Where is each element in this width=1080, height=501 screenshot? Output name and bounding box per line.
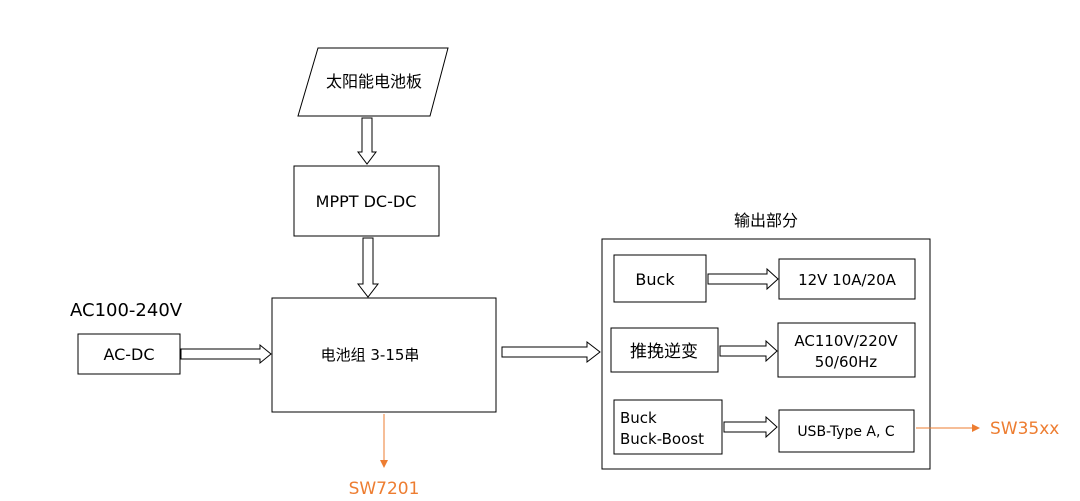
push-pull-inverter-node: 推挽逆变 (610, 327, 719, 373)
mppt-to-battery-arrow (356, 237, 380, 298)
ac-output-box (777, 322, 916, 378)
output-section-title: 输出部分 (734, 211, 798, 230)
ac-output-line2: 50/60Hz (815, 353, 878, 371)
battery-pack-label: 电池组 3-15串 (321, 346, 420, 364)
push-pull-inverter-box (610, 327, 719, 373)
solar-to-mppt-arrow (357, 117, 377, 165)
buck-boost-line1: Buck (620, 409, 657, 427)
ac-dc-label: AC-DC (103, 345, 154, 364)
solar-panel-label: 太阳能电池板 (326, 72, 422, 91)
buck-label: Buck (635, 270, 675, 289)
solar-panel-node: 太阳能电池板 (297, 47, 449, 117)
ac-input-voltage-label: AC100-240V (70, 300, 183, 321)
battery-pack-node: 电池组 3-15串 (271, 297, 497, 413)
buck-boost-to-usb-arrow (723, 415, 778, 439)
sw35xx-pointer-head (972, 424, 980, 432)
ac-output-line1: AC110V/220V (794, 332, 898, 350)
ac-output-node: AC110V/220V 50/60Hz (777, 322, 916, 378)
sw7201-pointer-head (380, 460, 388, 468)
mppt-label: MPPT DC-DC (316, 192, 417, 211)
buck-to-12v-arrow (707, 267, 779, 291)
usb-output-box (778, 409, 915, 453)
buck-node: Buck (613, 254, 707, 303)
acdc-to-battery-arrow (180, 343, 272, 365)
solar-panel-shape (297, 47, 449, 117)
sw35xx-chip-label: SW35xx (990, 419, 1059, 439)
ac-dc-node: AC-DC (77, 333, 181, 375)
output-12v-label: 12V 10A/20A (798, 271, 897, 289)
usb-output-node: USB-Type A, C (778, 409, 915, 453)
output-12v-node: 12V 10A/20A (778, 258, 916, 300)
battery-pack-box (271, 297, 497, 413)
buck-box (613, 254, 707, 303)
output-12v-box (778, 258, 916, 300)
sw7201-chip-label: SW7201 (349, 479, 420, 499)
mppt-box (293, 165, 440, 237)
push-pull-inverter-label: 推挽逆变 (630, 342, 698, 362)
battery-to-output-arrow (501, 340, 601, 364)
inverter-to-ac-output-arrow (719, 339, 778, 363)
mppt-node: MPPT DC-DC (293, 165, 440, 237)
buck-boost-node: Buck Buck-Boost (613, 399, 723, 455)
buck-boost-box (613, 399, 723, 455)
buck-boost-line2: Buck-Boost (620, 430, 704, 448)
usb-output-label: USB-Type A, C (797, 424, 895, 440)
ac-dc-box (77, 333, 181, 375)
